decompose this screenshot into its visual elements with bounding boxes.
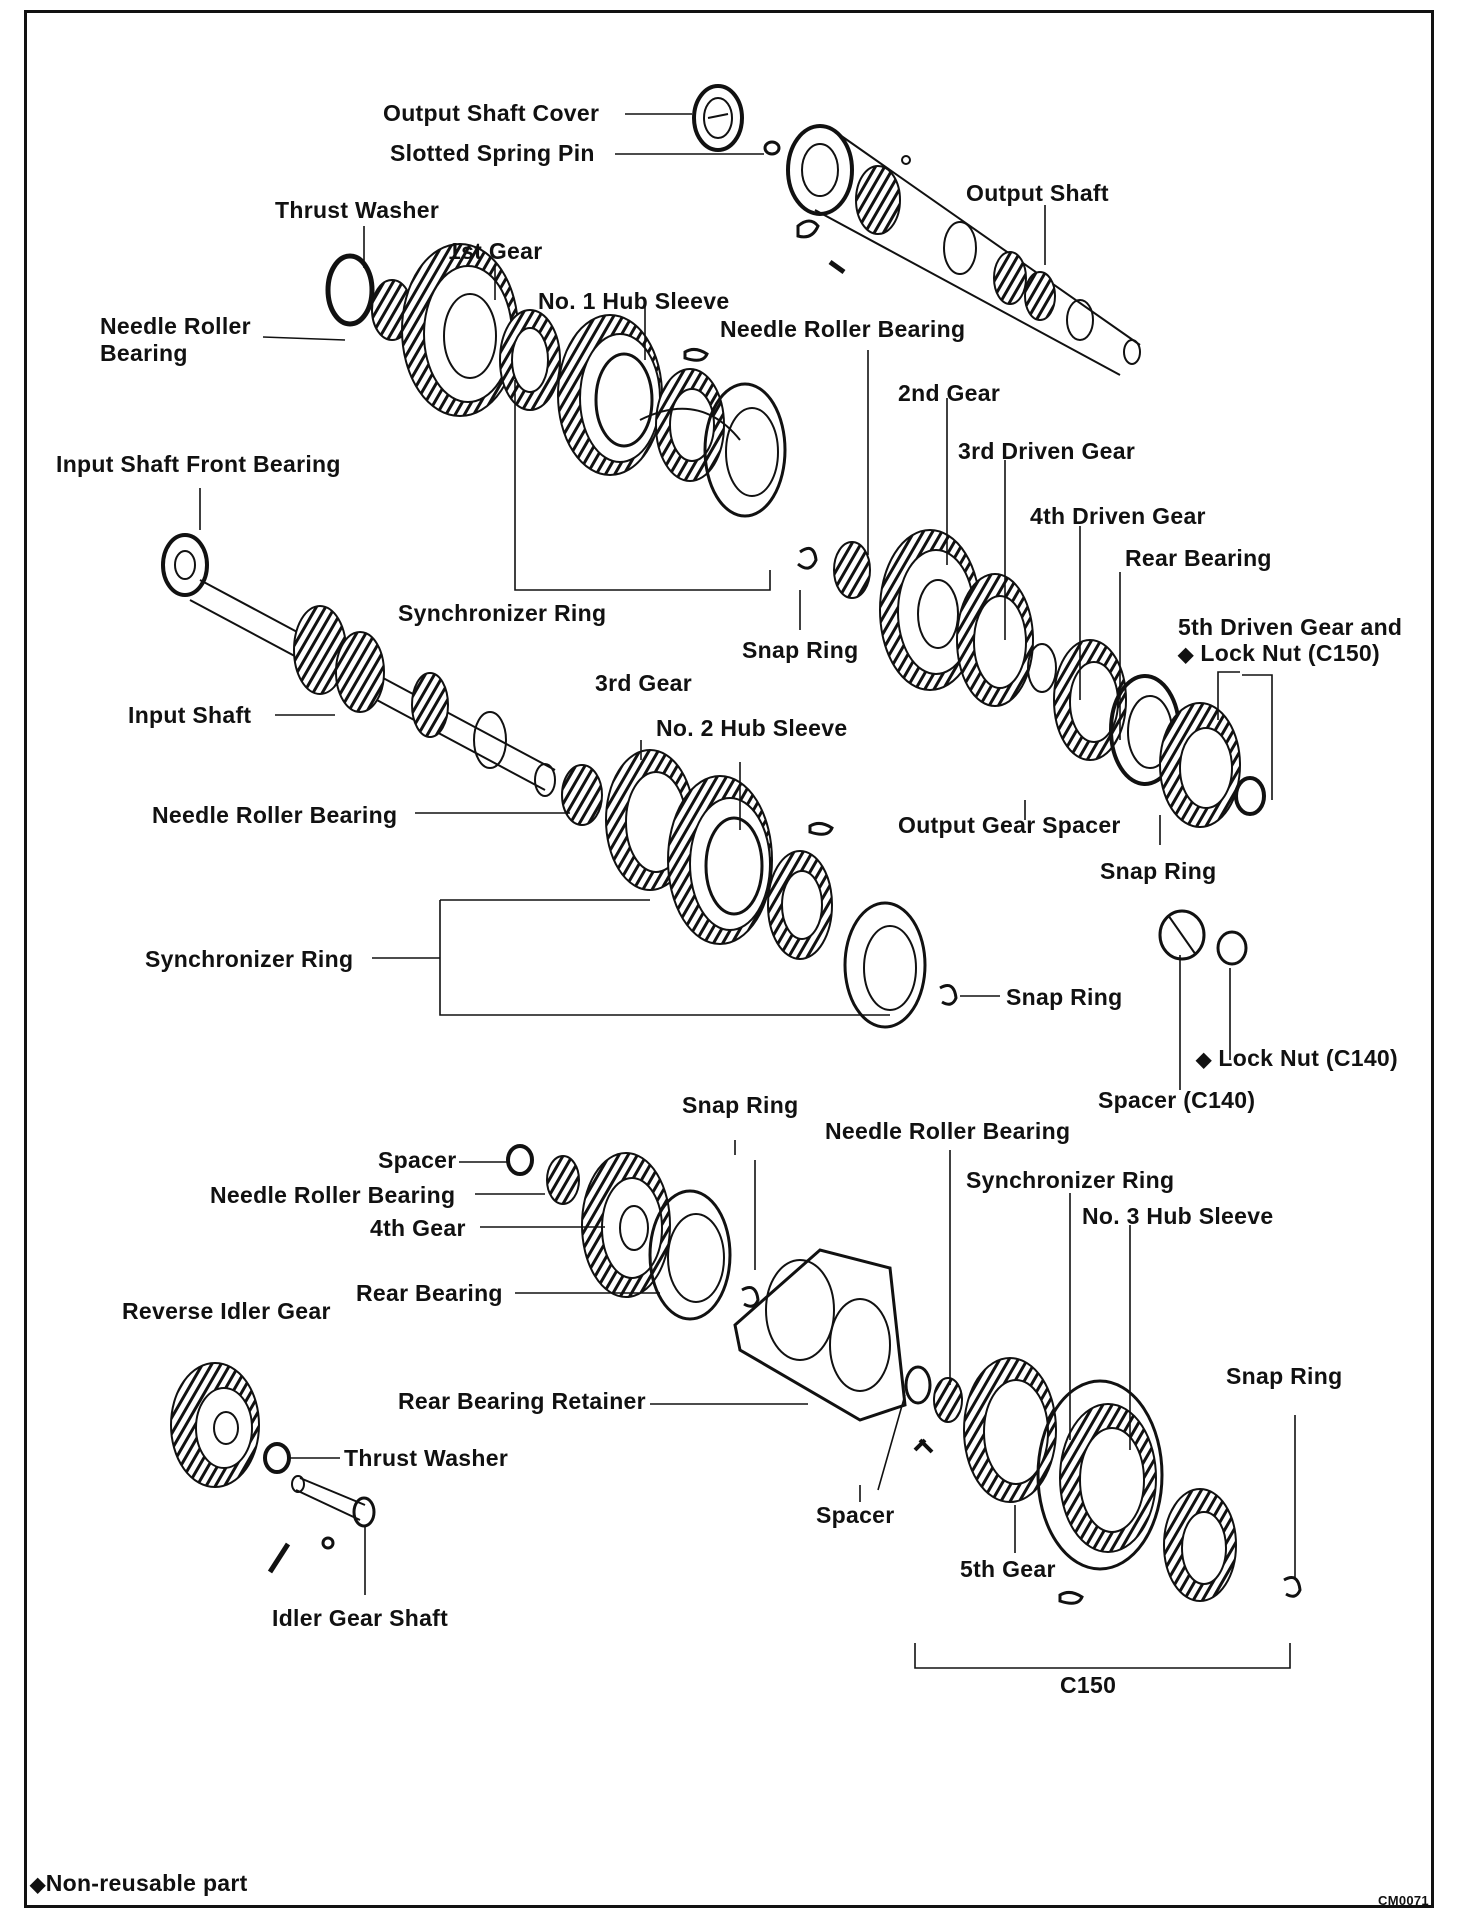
non-reusable-diamond-icon: ◆ (1196, 1049, 1212, 1071)
label-rear-bearing-retainer: Rear Bearing Retainer (398, 1388, 646, 1414)
label-output-gear-spacer: Output Gear Spacer (898, 812, 1121, 838)
no3-hub-sleeve-part (1036, 1379, 1164, 1571)
slotted-spring-pin-part (763, 140, 781, 156)
rear-bearing-retainer-part (733, 1248, 907, 1422)
label-input-shaft-front-bearing: Input Shaft Front Bearing (56, 451, 341, 477)
lock-nut-c140-part (1216, 930, 1248, 966)
label-needle-roller-bearing-top-1: Needle Roller (100, 313, 251, 339)
label-output-shaft: Output Shaft (966, 180, 1109, 206)
synchronizer-ring-mid-part (767, 850, 927, 1029)
output-gear-spacer-part (1027, 643, 1057, 693)
label-synchronizer-ring-mid: Synchronizer Ring (145, 946, 354, 972)
hub-and-rings-part (639, 368, 787, 518)
label-fourth-gear: 4th Gear (370, 1215, 466, 1241)
legend-non-reusable: ◆Non-reusable part (30, 1870, 248, 1898)
label-third-gear: 3rd Gear (595, 670, 693, 696)
label-c150: C150 (1060, 1672, 1117, 1698)
label-synchronizer-ring-top: Synchronizer Ring (398, 600, 607, 626)
label-slotted-spring-pin: Slotted Spring Pin (390, 140, 595, 166)
label-output-shaft-cover: Output Shaft Cover (383, 100, 600, 126)
output-shaft-cover-part (692, 84, 744, 152)
label-snap-ring-mid: Snap Ring (1006, 984, 1123, 1010)
input-shaft-part (189, 579, 556, 797)
label-rear-bearing-lower: Rear Bearing (356, 1280, 503, 1306)
label-snap-ring-right: Snap Ring (1100, 858, 1217, 884)
label-synchronizer-ring-lower: Synchronizer Ring (966, 1167, 1175, 1193)
needle-roller-bearing-left-part (561, 764, 603, 826)
legend-non-reusable-text: Non-reusable part (45, 1870, 248, 1896)
synchronizer-ring-lower-part (1163, 1488, 1237, 1602)
fourth-gear-part (581, 1152, 671, 1298)
label-lock-nut-c140-text: Lock Nut (C140) (1218, 1045, 1398, 1071)
rear-bearing-lower-part (648, 1189, 732, 1321)
label-spacer-lower-left: Spacer (378, 1147, 457, 1173)
label-first-gear: 1st Gear (448, 238, 543, 264)
label-no3-hub-sleeve: No. 3 Hub Sleeve (1082, 1203, 1274, 1229)
label-fifth-driven-gear-2: ◆ Lock Nut (C150) (1178, 640, 1380, 668)
label-snap-ring-top: Snap Ring (742, 637, 859, 663)
label-fifth-driven-gear-2-text: Lock Nut (C150) (1200, 640, 1380, 666)
label-thrust-washer-top: Thrust Washer (275, 197, 440, 223)
no1-hub-sleeve-part (557, 314, 663, 476)
label-no2-hub-sleeve: No. 2 Hub Sleeve (656, 715, 848, 741)
label-input-shaft: Input Shaft (128, 702, 252, 728)
non-reusable-diamond-icon: ◆ (30, 1874, 46, 1896)
label-no1-hub-sleeve: No. 1 Hub Sleeve (538, 288, 730, 314)
spacer-lower-left-part (506, 1144, 534, 1176)
spacer-lower-mid-part (904, 1365, 932, 1405)
label-thrust-washer-lower: Thrust Washer (344, 1445, 509, 1471)
label-second-gear: 2nd Gear (898, 380, 1001, 406)
label-rear-bearing-top: Rear Bearing (1125, 545, 1272, 571)
label-needle-roller-bearing-lower-right: Needle Roller Bearing (825, 1118, 1071, 1144)
first-gear-part (401, 243, 519, 417)
label-needle-roller-bearing-lower-left: Needle Roller Bearing (210, 1182, 456, 1208)
non-reusable-diamond-icon: ◆ (1178, 644, 1194, 666)
reverse-idler-gear-part (170, 1362, 260, 1488)
label-fifth-gear: 5th Gear (960, 1556, 1056, 1582)
label-reverse-idler-gear: Reverse Idler Gear (122, 1298, 331, 1324)
thrust-washer-lower-part (263, 1442, 291, 1474)
fifth-driven-gear-part (1159, 702, 1266, 828)
label-needle-roller-bearing-top-2: Bearing (100, 340, 188, 366)
label-snap-ring-bottom-right: Snap Ring (1226, 1363, 1343, 1389)
label-spacer-c140: Spacer (C140) (1098, 1087, 1256, 1113)
label-snap-ring-lower: Snap Ring (682, 1092, 799, 1118)
figure-code: CM0071 (1378, 1893, 1429, 1908)
no2-hub-sleeve-part (667, 775, 773, 945)
label-needle-roller-bearing-mid: Needle Roller Bearing (720, 316, 966, 342)
label-fourth-driven-gear: 4th Driven Gear (1030, 503, 1206, 529)
idler-gear-shaft-part (291, 1475, 376, 1528)
needle-roller-bearing-lower-right-part (933, 1377, 963, 1423)
input-shaft-front-bearing-part (161, 533, 209, 597)
fourth-driven-gear-part (1053, 639, 1127, 761)
needle-roller-bearing-lower-left-part (546, 1155, 580, 1205)
label-fifth-driven-gear-1: 5th Driven Gear and (1178, 614, 1403, 640)
label-spacer-lower-mid: Spacer (816, 1502, 895, 1528)
output-shaft-part (786, 124, 1141, 376)
synchronizer-ring-top-part (499, 309, 561, 411)
thrust-washer-top-part (325, 253, 375, 327)
snap-ring-bottom-right-part (1283, 1576, 1302, 1598)
diagram-frame (24, 10, 1434, 1908)
fifth-gear-part (963, 1357, 1057, 1503)
second-gear-part (879, 529, 981, 691)
spacer-c140-part (1158, 909, 1206, 961)
third-driven-gear-part (956, 573, 1034, 707)
needle-roller-bearing-mid-part (833, 541, 871, 599)
label-lock-nut-c140: ◆ Lock Nut (C140) (1196, 1045, 1398, 1073)
label-third-driven-gear: 3rd Driven Gear (958, 438, 1136, 464)
label-needle-roller-bearing-left: Needle Roller Bearing (152, 802, 398, 828)
label-idler-gear-shaft: Idler Gear Shaft (272, 1605, 449, 1631)
